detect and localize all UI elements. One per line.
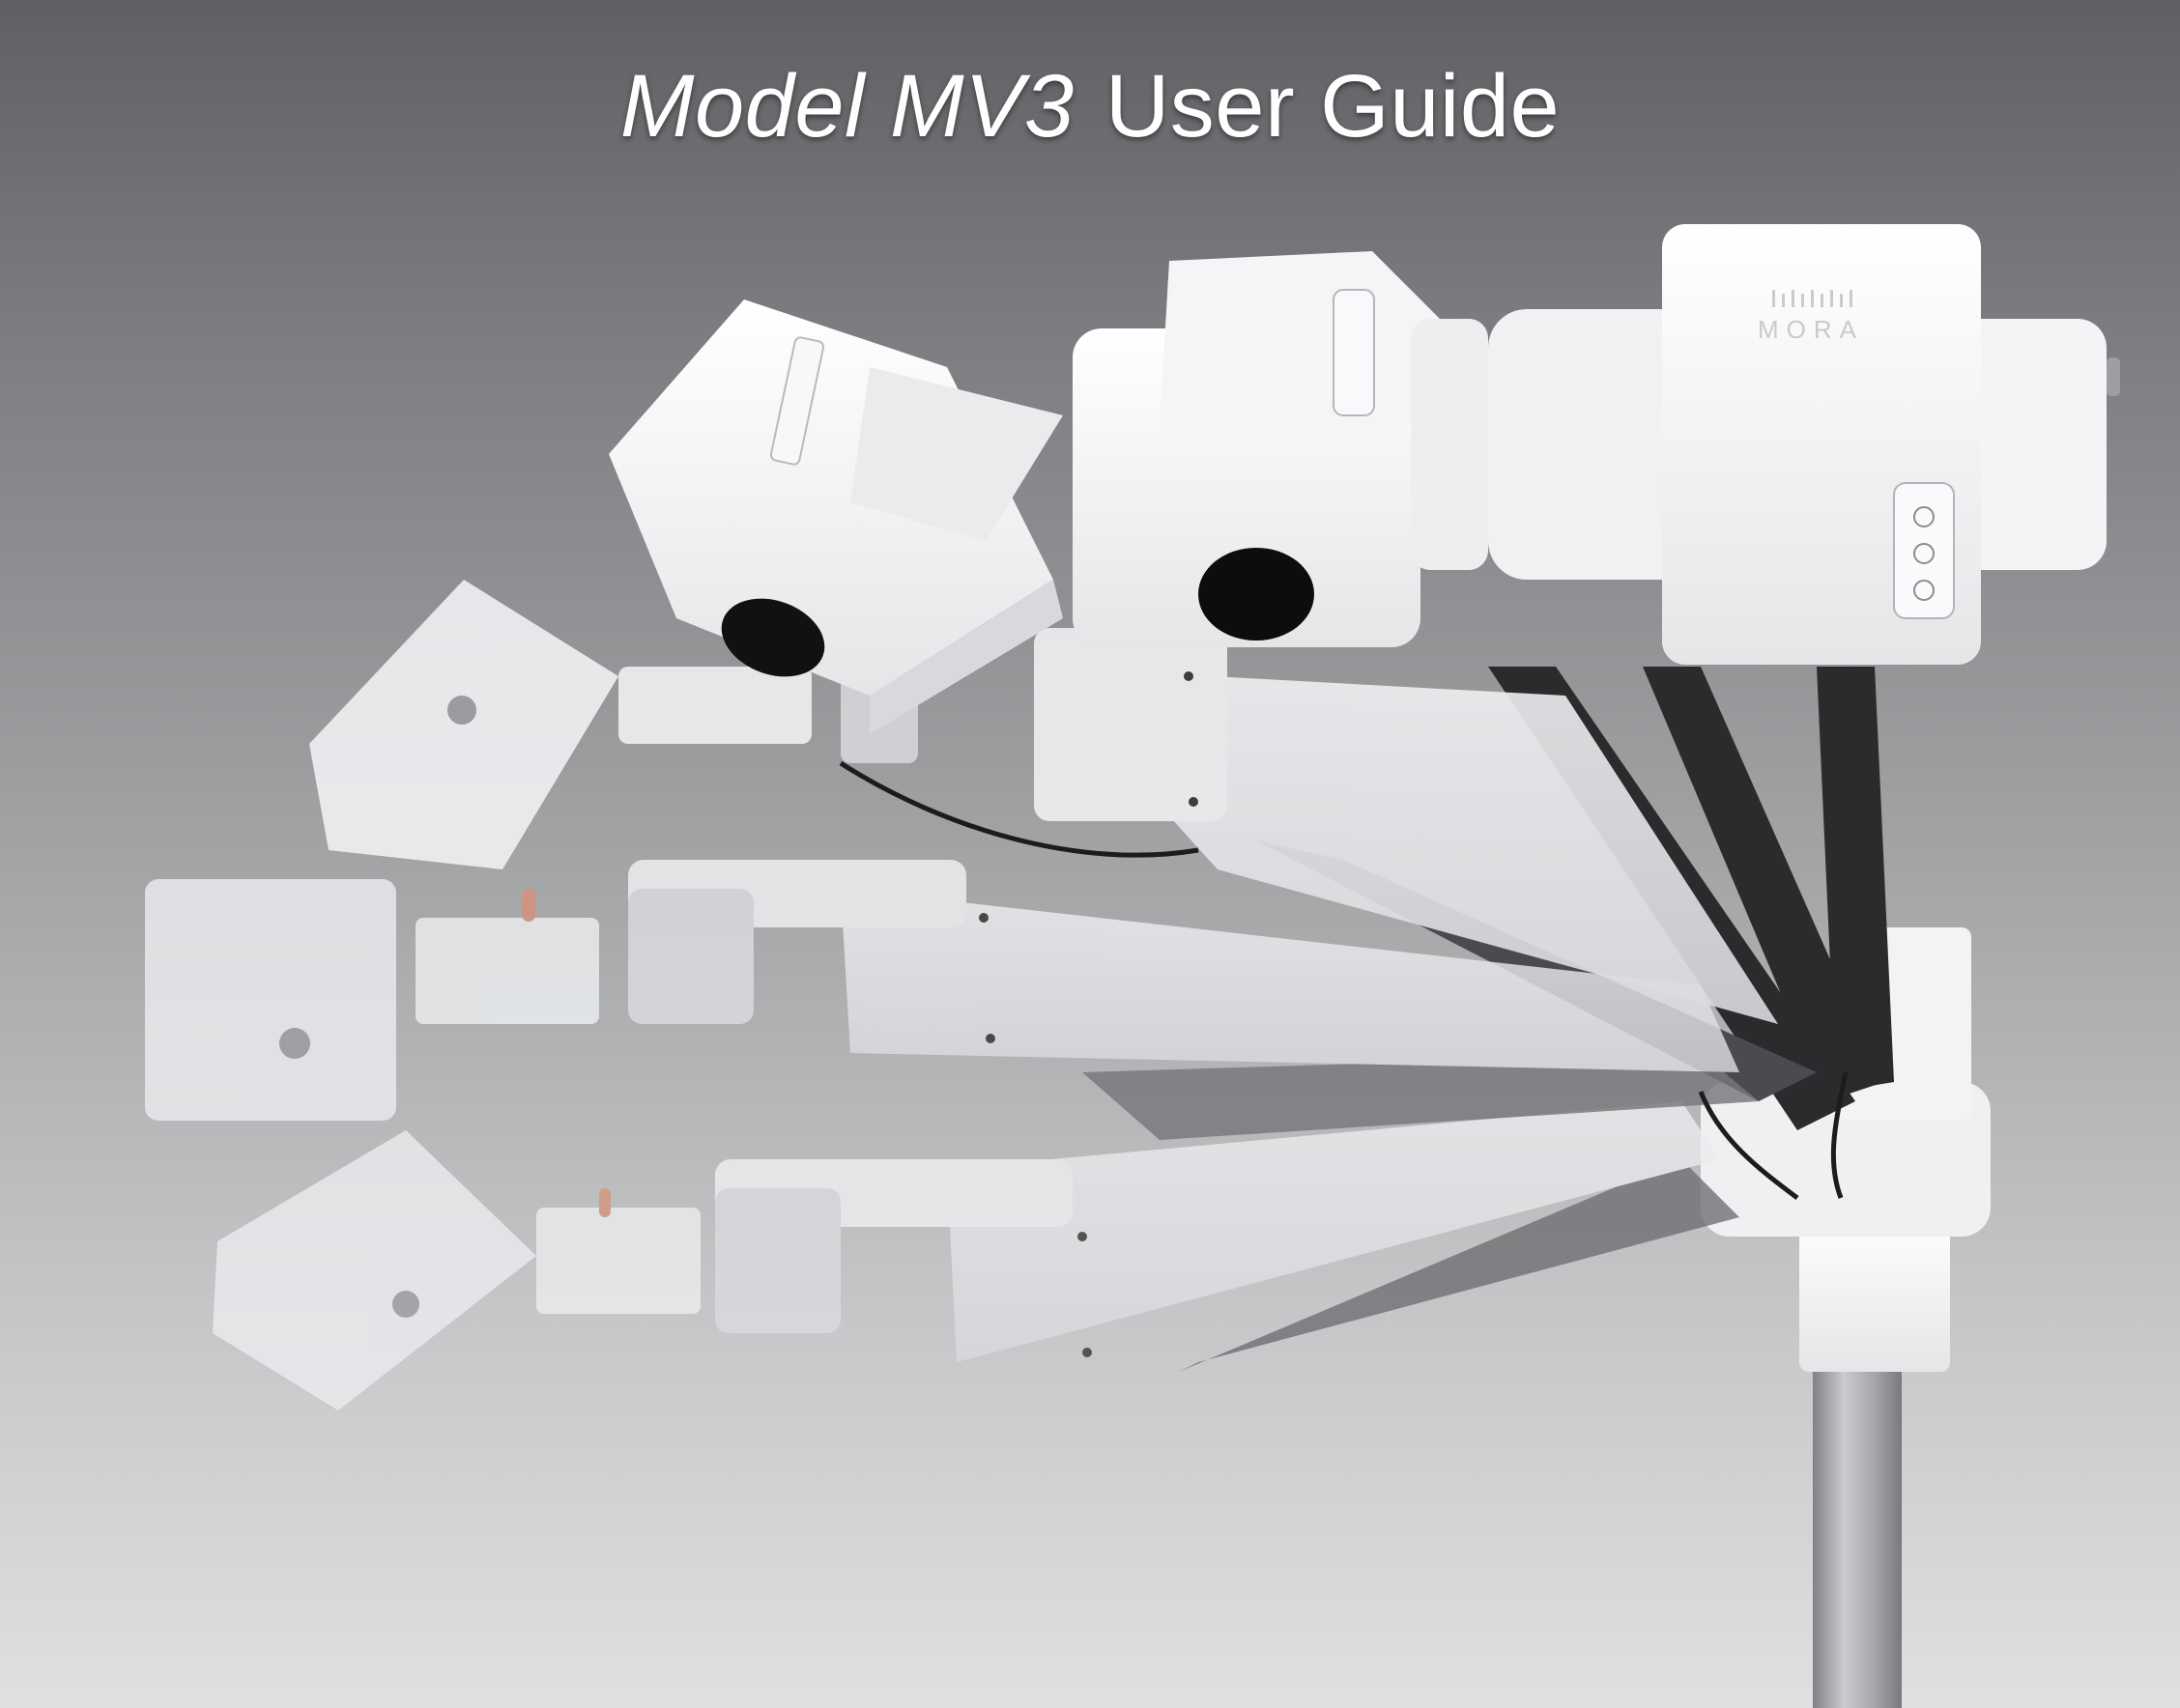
camera-head-1 — [609, 299, 1063, 734]
support-pole — [1799, 1196, 1950, 1708]
svg-text:MORA: MORA — [1758, 315, 1864, 344]
arm-position-4 — [213, 1101, 1739, 1410]
arm-position-2 — [309, 580, 1778, 1024]
arm-position-3 — [145, 860, 1759, 1140]
title-rest: User Guide — [1104, 57, 1561, 156]
mora-logo: MORA — [1758, 290, 1864, 344]
cables — [839, 760, 1849, 1200]
camera-head-2 — [1073, 251, 1488, 647]
camera-head-3: MORA — [1488, 224, 2120, 665]
cover-title: Model MV3 User Guide — [0, 56, 2180, 157]
title-model: Model MV3 — [619, 57, 1075, 156]
